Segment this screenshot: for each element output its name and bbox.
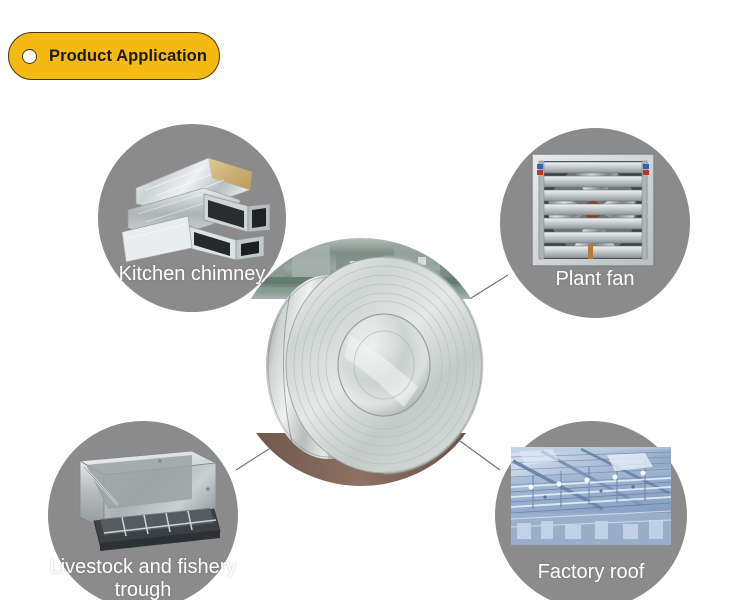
application-node-plant-fan: Plant fan bbox=[500, 128, 690, 318]
stacked-galvanized-ducts-image bbox=[121, 157, 271, 263]
steel-coil-image bbox=[233, 238, 489, 486]
badge-hole-icon bbox=[22, 48, 37, 64]
product-application-badge: Product Application bbox=[8, 32, 220, 80]
industrial-roof-trusses-image bbox=[511, 447, 671, 545]
application-node-livestock-trough: Livestock and fishery trough bbox=[48, 421, 238, 600]
application-node-factory-roof: Factory roof bbox=[495, 421, 687, 600]
galvanized-feeder-trough-image bbox=[78, 450, 221, 551]
application-node-kitchen-chimney: Kitchen chimney bbox=[98, 124, 286, 312]
node-label-plant-fan: Plant fan bbox=[555, 267, 635, 290]
node-label-kitchen-chimney: Kitchen chimney bbox=[118, 262, 266, 285]
node-label-factory-roof: Factory roof bbox=[537, 560, 645, 583]
badge-label: Product Application bbox=[49, 46, 208, 65]
node-label-livestock-trough: Livestock and fishery trough bbox=[49, 556, 237, 600]
louvered-exhaust-fan-image bbox=[531, 153, 655, 267]
